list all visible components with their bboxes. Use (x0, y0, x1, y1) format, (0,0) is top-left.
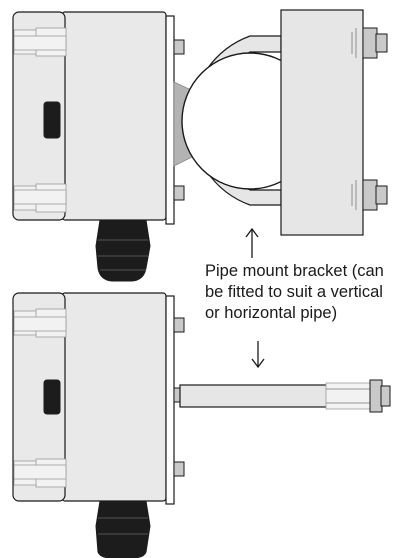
top-connector-upper (13, 27, 67, 57)
bottom-mount-plate (165, 295, 175, 505)
bottom-plate-bolt-3 (173, 461, 185, 477)
caption-line-2: be fitted to suit a vertical (205, 283, 383, 301)
rod-nut (369, 379, 383, 413)
bottom-housing-lid (12, 292, 66, 502)
top-plate-bolt-1 (173, 39, 185, 55)
top-cable-gland (95, 219, 151, 282)
top-side-button (43, 101, 61, 139)
bottom-assembly (12, 292, 391, 558)
top-housing-body (61, 11, 167, 221)
clamp-bolt-lower (351, 179, 388, 211)
horizontal-bracket-arm (179, 384, 341, 408)
bottom-connector-upper (13, 308, 67, 338)
threaded-rod (325, 382, 373, 410)
caption-line-1: Pipe mount bracket (can (205, 262, 384, 280)
rod-end (380, 385, 391, 407)
bottom-cable-gland (95, 500, 151, 558)
pipe-mount-caption: Pipe mount bracket (can be fitted to sui… (205, 261, 405, 324)
top-assembly (12, 9, 388, 282)
bottom-side-button (43, 379, 61, 415)
arrow-down-icon (251, 341, 265, 369)
bottom-connector-lower (13, 458, 67, 488)
pipe-clamp-block (280, 9, 364, 236)
clamp-bolt-upper (351, 27, 388, 59)
top-plate-bolt-3 (173, 185, 185, 201)
arrow-up-icon (245, 227, 259, 258)
bottom-plate-bolt-1 (173, 317, 185, 333)
caption-line-3: or horizontal pipe) (205, 304, 338, 322)
top-housing-lid (12, 11, 66, 221)
top-connector-lower (13, 183, 67, 213)
bottom-housing-body (61, 292, 167, 502)
top-mount-plate (165, 15, 175, 225)
